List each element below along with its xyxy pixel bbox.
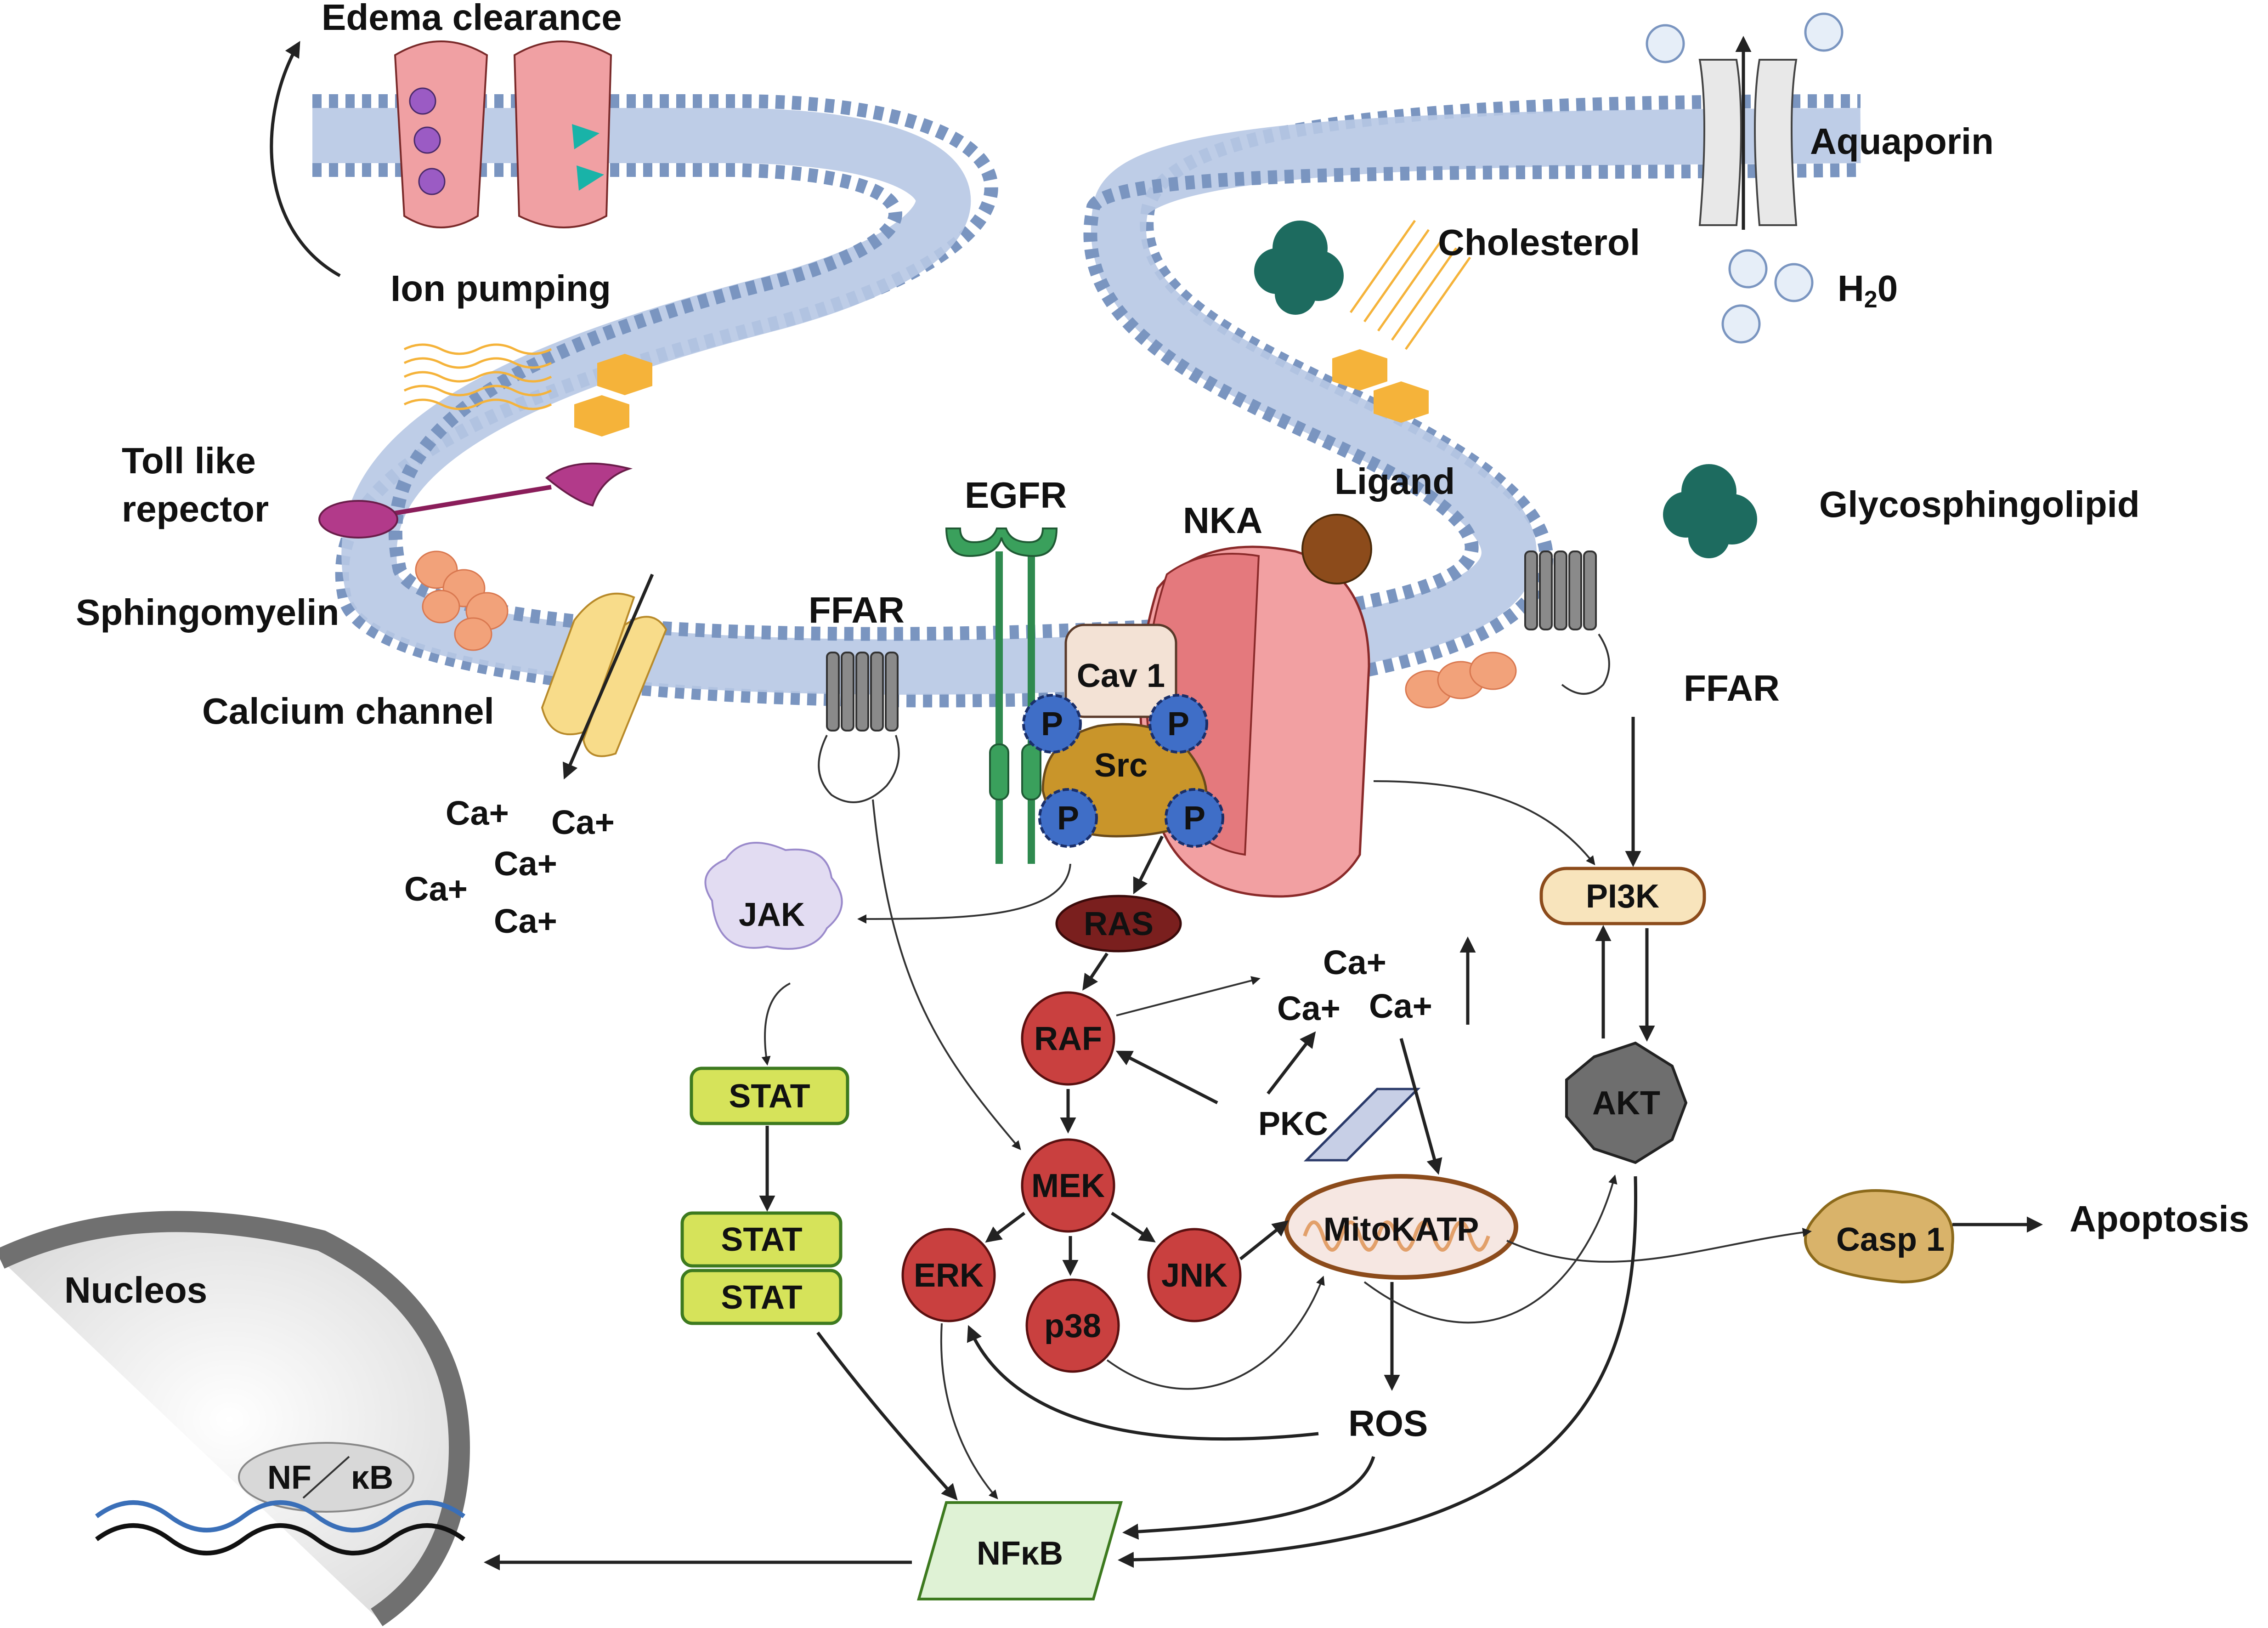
svg-text:P: P <box>1057 800 1079 837</box>
raf-label: RAF <box>1034 1021 1102 1057</box>
cav1-node: Cav 1 <box>1064 624 1177 718</box>
nucleus: NF κB <box>0 1211 470 1627</box>
p38-label: p38 <box>1044 1308 1101 1344</box>
phospho-p-icon: P <box>1165 788 1224 848</box>
pkc-label: PKC <box>1258 1106 1328 1142</box>
edema-arrow <box>270 40 341 278</box>
cholesterol-label: Cholesterol <box>1438 222 1640 263</box>
ras-label: RAS <box>1084 906 1154 942</box>
dna-strand <box>95 1500 465 1532</box>
repector-label: repector <box>122 488 269 529</box>
ca-ion-label: Ca+ <box>494 902 557 940</box>
mitokatp-node: MitoKATP <box>1284 1174 1518 1280</box>
nfkb-node: NFκB <box>917 1501 1123 1600</box>
toll-like-receptor <box>318 462 633 539</box>
jnk-label: JNK <box>1161 1257 1227 1294</box>
mek-node: MEK <box>1021 1138 1115 1233</box>
casp1-label: Casp 1 <box>1836 1221 1945 1258</box>
ca-ion-label: Ca+ <box>404 870 468 908</box>
svg-text:P: P <box>1183 800 1205 837</box>
phospho-p-icon: P <box>1022 694 1082 754</box>
phospho-badges: P P P P <box>1022 694 1224 848</box>
glycosphingolipid-protein <box>1663 464 1757 558</box>
src-label: Src <box>1094 747 1148 784</box>
raf-node: RAF <box>1021 991 1115 1086</box>
p38-node: p38 <box>1025 1278 1120 1373</box>
cav1-label: Cav 1 <box>1077 658 1165 694</box>
casp1-node: Casp 1 <box>1804 1189 1954 1284</box>
nfkb-nucleus-label: NF <box>267 1459 311 1496</box>
jak-node: JAK <box>704 842 843 950</box>
ca-ion-label: Ca+ <box>494 845 557 883</box>
ffar-receptor-left <box>818 652 900 803</box>
svg-text:P: P <box>1167 706 1189 743</box>
nka-label: NKA <box>1183 500 1262 541</box>
calcium-channel <box>541 592 667 757</box>
sphingomyelin-label: Sphingomyelin <box>76 592 339 633</box>
jnk-node: JNK <box>1147 1228 1242 1322</box>
dna-strand <box>95 1523 465 1555</box>
ion-circle-icon <box>409 87 436 115</box>
edema-clearance-label: Edema clearance <box>322 0 622 38</box>
calcium-channel-label: Calcium channel <box>202 691 494 732</box>
phospho-p-icon: P <box>1038 788 1098 848</box>
stat-label: STAT <box>729 1078 810 1115</box>
erk-label: ERK <box>914 1257 984 1294</box>
ca-ion-label: Ca+ <box>1277 989 1340 1027</box>
mek-label: MEK <box>1031 1168 1105 1204</box>
toll-like-label: Toll like <box>122 440 256 481</box>
ion-pump-proteins <box>394 40 612 228</box>
ffar-right-label: FFAR <box>1684 668 1780 709</box>
ca-ion-label: Ca+ <box>446 794 509 832</box>
ca-ion-label: Ca+ <box>1323 943 1386 981</box>
akt-label: AKT <box>1592 1085 1660 1122</box>
ca-ion-label: Ca+ <box>1369 987 1432 1025</box>
nucleos-label: Nucleos <box>64 1270 207 1310</box>
ca-ion-label: Ca+ <box>551 803 615 841</box>
stat-dimer: STAT STAT <box>680 1211 843 1325</box>
water-molecules <box>1646 12 1844 344</box>
aquaporin-label: Aquaporin <box>1810 121 1994 162</box>
pkc-node: PKC <box>1258 1088 1421 1162</box>
jak-label: JAK <box>739 896 805 933</box>
egfr-label: EGFR <box>965 475 1067 516</box>
pi3k-label: PI3K <box>1586 878 1659 915</box>
sphingomyelin-cluster <box>415 550 509 651</box>
nfkb-label: NFκB <box>977 1535 1063 1572</box>
stat-label: STAT <box>721 1221 802 1258</box>
pi3k-node: PI3K <box>1539 867 1706 925</box>
ros-label: ROS <box>1348 1403 1428 1444</box>
mitokatp-label: MitoKATP <box>1323 1211 1479 1248</box>
aquaporin-channel <box>1698 36 1798 230</box>
ligand-icon <box>1301 514 1372 584</box>
egfr-receptor <box>945 528 1058 864</box>
ffar-receptor-right <box>1524 550 1610 695</box>
stat-label: STAT <box>721 1279 802 1316</box>
stat-node-1: STAT <box>690 1066 849 1125</box>
ion-pumping-label: Ion pumping <box>390 268 611 309</box>
erk-node: ERK <box>901 1228 996 1322</box>
pathway-arrows <box>484 717 2043 1571</box>
ras-node: RAS <box>1055 895 1182 953</box>
h2o-label: H20 <box>1838 268 1898 313</box>
glycosphingolipid-label: Glycosphingolipid <box>1819 484 2140 525</box>
nfkb-nucleus-label: κB <box>351 1459 393 1496</box>
calcium-channel-arrow <box>563 573 654 780</box>
apoptosis-label: Apoptosis <box>2070 1198 2249 1239</box>
ligand-label: Ligand <box>1335 461 1455 502</box>
akt-node: AKT <box>1565 1041 1688 1164</box>
lipid-hexagon-icon <box>597 354 652 395</box>
cholesterol-protein <box>1254 221 1344 315</box>
sphingomyelin-right <box>1405 652 1517 709</box>
lipid-raft-left <box>403 343 552 410</box>
ffar-left-label: FFAR <box>809 590 905 630</box>
phospho-p-icon: P <box>1148 694 1208 754</box>
cholesterol-lipids <box>1349 220 1471 350</box>
svg-text:P: P <box>1041 706 1063 743</box>
